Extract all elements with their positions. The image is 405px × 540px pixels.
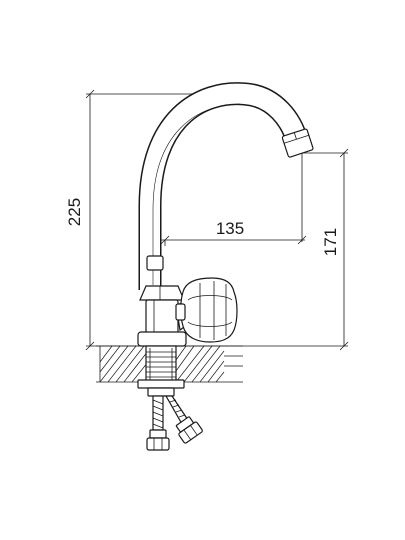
dim-spout-clearance: 171 [321,228,340,256]
lock-nut [137,379,185,397]
dim-total-height: 225 [65,198,84,226]
mounting-shank [145,345,177,387]
valve-handle [175,277,238,343]
aerator [281,128,314,158]
hose-connector [146,416,203,451]
dim-spout-reach: 135 [216,219,244,238]
spout-tube [138,82,308,290]
